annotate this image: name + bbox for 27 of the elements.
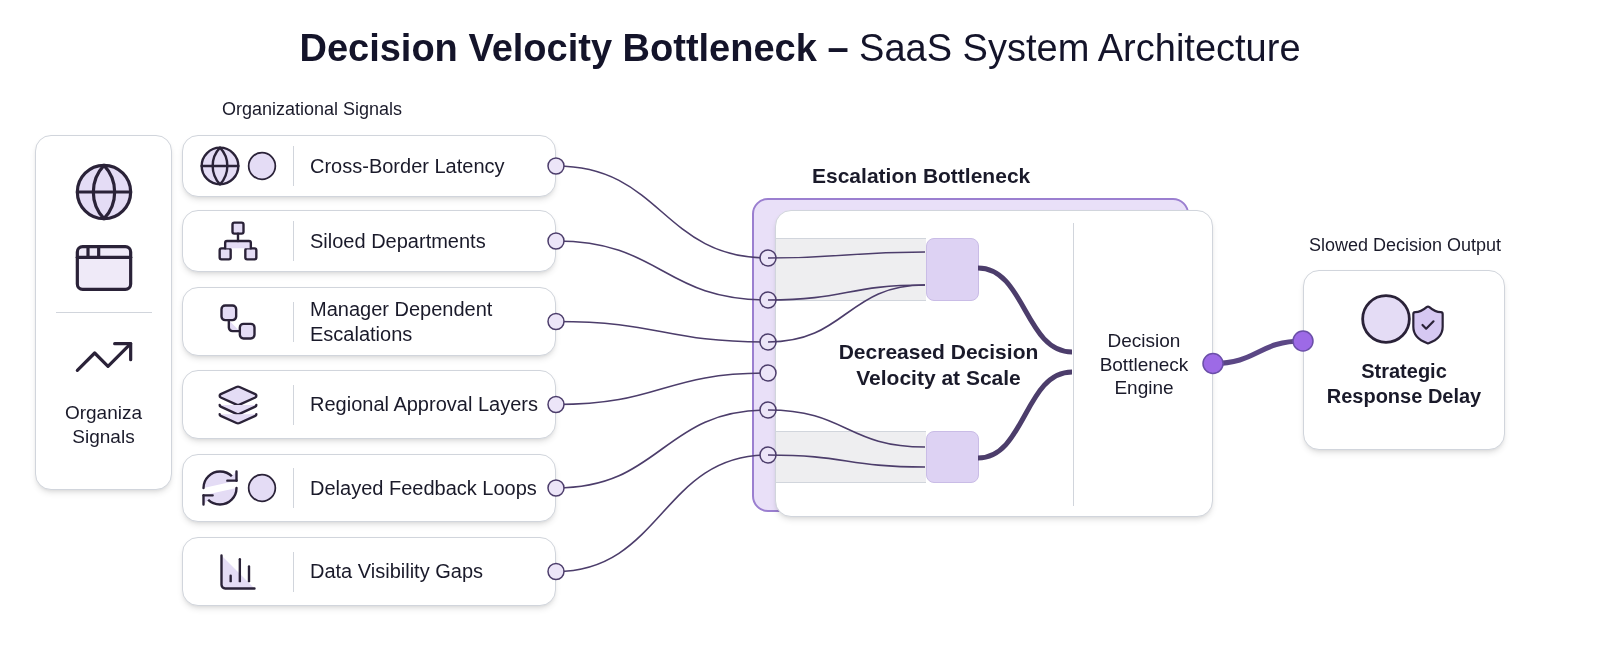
panel-label: Organiza Signals [63, 401, 144, 449]
connector [547, 232, 777, 309]
connector [1202, 330, 1314, 375]
connector [767, 251, 926, 259]
connector [547, 446, 777, 581]
signal-label: Cross-Border Latency [310, 153, 506, 179]
connector [547, 312, 777, 351]
core-label: Decreased Decision Velocity at Scale [837, 339, 1040, 392]
connector [547, 364, 777, 414]
engine-label: Decision Bottleneck Engine [1098, 328, 1190, 401]
connector [767, 284, 926, 343]
signal-label: Regional Approval Layers [310, 392, 539, 417]
output-heading: Slowed Decision Output [1307, 234, 1503, 257]
diagram-title: Decision Velocity Bottleneck – SaaS System Architecture [299, 27, 1301, 69]
output-label: Strategic Response Delay [1325, 359, 1483, 409]
connector [767, 409, 926, 448]
connector [767, 454, 926, 468]
signal-label: Manager Dependent Escalations [310, 296, 494, 347]
signal-label: Siloed Departments [310, 228, 487, 254]
connector [977, 369, 1073, 461]
connector [547, 157, 777, 267]
group-heading: Escalation Bottleneck [812, 163, 1031, 189]
connector [977, 265, 1073, 355]
signal-label: Delayed Feedback Loops [310, 475, 538, 501]
connector [547, 401, 777, 497]
signal-label: Data Visibility Gaps [310, 559, 485, 584]
column-heading: Organizational Signals [222, 98, 403, 121]
